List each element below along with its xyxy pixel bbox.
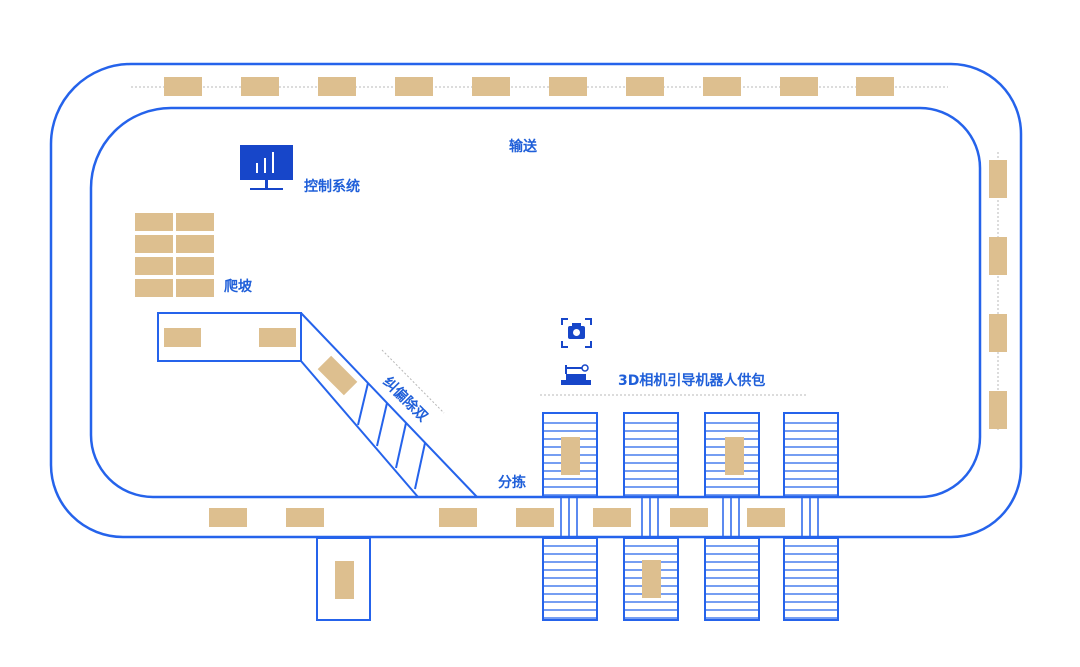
parcel-stack xyxy=(135,213,214,297)
monitor-icon xyxy=(240,145,293,190)
parcel xyxy=(135,279,173,297)
parcel xyxy=(626,77,664,96)
parcel xyxy=(395,77,433,96)
parcel xyxy=(642,560,661,598)
climbing-label: 爬坡 xyxy=(224,279,252,295)
parcel xyxy=(209,508,247,527)
control-system-label: 控制系统 xyxy=(304,179,360,195)
parcel xyxy=(989,160,1007,198)
lower-chute xyxy=(542,537,598,621)
parcel xyxy=(989,391,1007,429)
parcel xyxy=(164,77,202,96)
incline-conveyor xyxy=(300,312,478,498)
lower-chute xyxy=(623,537,679,621)
parcel xyxy=(286,508,324,527)
parcel xyxy=(670,508,708,527)
parcel xyxy=(176,279,214,297)
bottom-parcels xyxy=(209,508,785,527)
parcel xyxy=(135,213,173,231)
parcel xyxy=(317,355,358,396)
sorting-chutes xyxy=(542,412,839,621)
parcel xyxy=(176,257,214,275)
lower-chute xyxy=(783,537,839,621)
parcel xyxy=(335,561,354,599)
top-parcels xyxy=(164,77,894,96)
parcel xyxy=(472,77,510,96)
parcel xyxy=(989,314,1007,352)
parcel xyxy=(747,508,785,527)
parcel xyxy=(725,437,744,475)
parcel xyxy=(549,77,587,96)
conveyor-loop xyxy=(49,62,1023,539)
parcel xyxy=(135,257,173,275)
camera-icon xyxy=(561,318,592,348)
lower-chute xyxy=(704,537,760,621)
conveying-label: 输送 xyxy=(509,139,537,155)
parcel xyxy=(703,77,741,96)
parcel xyxy=(856,77,894,96)
parcel xyxy=(259,328,296,347)
parcel xyxy=(176,213,214,231)
parcel xyxy=(780,77,818,96)
robot-arm-icon xyxy=(561,364,591,385)
incline-dotted-line xyxy=(381,349,445,414)
parcel xyxy=(135,235,173,253)
parcel xyxy=(593,508,631,527)
parcel xyxy=(989,237,1007,275)
right-parcels xyxy=(989,160,1007,429)
robot-feeding-label: 3D相机引导机器人供包 xyxy=(618,373,766,389)
parcel xyxy=(561,437,580,475)
sorting-label: 分拣 xyxy=(498,475,526,491)
parcel xyxy=(176,235,214,253)
feeder-conveyor xyxy=(157,312,302,362)
parcel xyxy=(516,508,554,527)
discharge-chute xyxy=(316,537,371,621)
parcel xyxy=(241,77,279,96)
parcel xyxy=(439,508,477,527)
parcel xyxy=(164,328,201,347)
parcel xyxy=(318,77,356,96)
